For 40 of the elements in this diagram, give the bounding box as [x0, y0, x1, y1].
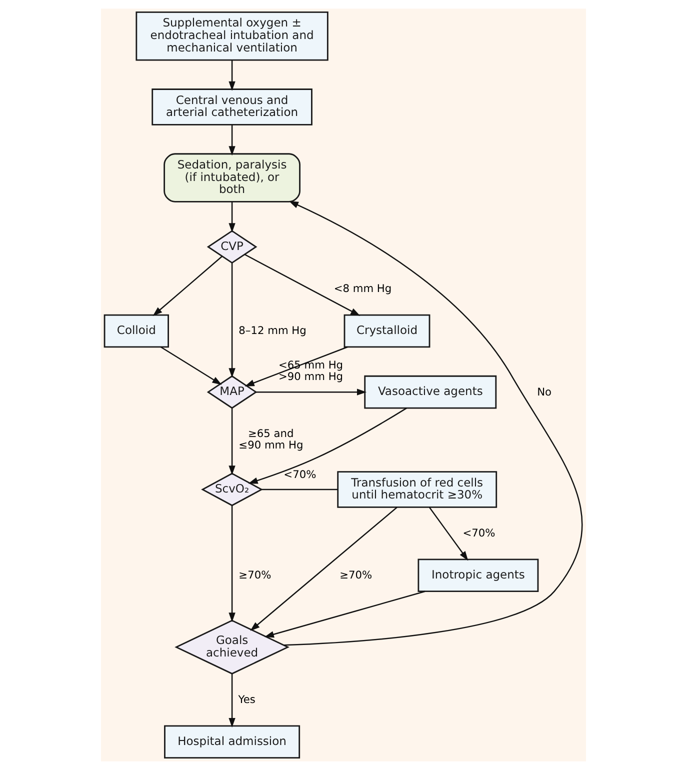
- node-box: Supplemental oxygen ± endotracheal intubation and mechanical ventilation: [136, 12, 328, 61]
- edge-label: No: [537, 385, 552, 398]
- edge-label: ≥65 and ≤90 mm Hg: [238, 426, 304, 452]
- node-box: Central venous and arterial catheterization: [152, 88, 312, 126]
- node-diamond: Goals achieved: [174, 620, 290, 674]
- edge-label: ≥70%: [238, 568, 272, 582]
- arrow: [250, 506, 398, 631]
- node-box: Sedation, paralysis (if intubated), or both: [164, 153, 300, 202]
- edge-label: <70%: [462, 526, 496, 540]
- edge-label: Yes: [238, 692, 256, 706]
- edge-label: <8 mm Hg: [334, 282, 392, 296]
- node-box: Inotropic agents: [418, 558, 539, 592]
- connector: [262, 488, 338, 490]
- edge-label: 8–12 mm Hg: [238, 324, 306, 338]
- arrow: [152, 256, 223, 316]
- node-box: Transfusion of red cells until hematocrit ≥30%: [337, 471, 498, 508]
- arrow: [284, 201, 582, 646]
- arrow: [244, 254, 360, 316]
- arrow: [228, 674, 236, 728]
- edge-label: <65 mm Hg >90 mm Hg: [278, 358, 344, 384]
- node-box: Colloid: [104, 314, 169, 348]
- arrow: [248, 408, 408, 484]
- arrow: [228, 124, 236, 156]
- arrow: [228, 506, 236, 622]
- node-diamond: CVP: [206, 230, 258, 264]
- node-box: Hospital admission: [164, 725, 300, 758]
- arrow: [244, 346, 348, 386]
- arrow: [256, 388, 367, 396]
- arrow: [428, 507, 468, 561]
- arrow: [160, 346, 222, 385]
- edge-label: <70%: [284, 468, 316, 482]
- arrow: [228, 262, 236, 378]
- arrow: [228, 202, 236, 233]
- node-box: Vasoactive agents: [364, 375, 497, 409]
- edge-label: ≥70%: [340, 568, 372, 582]
- arrow: [228, 408, 236, 476]
- arrow: [264, 590, 426, 638]
- node-box: Crystalloid: [344, 314, 430, 348]
- arrow: [228, 60, 236, 91]
- node-diamond: ScvO₂: [201, 472, 264, 506]
